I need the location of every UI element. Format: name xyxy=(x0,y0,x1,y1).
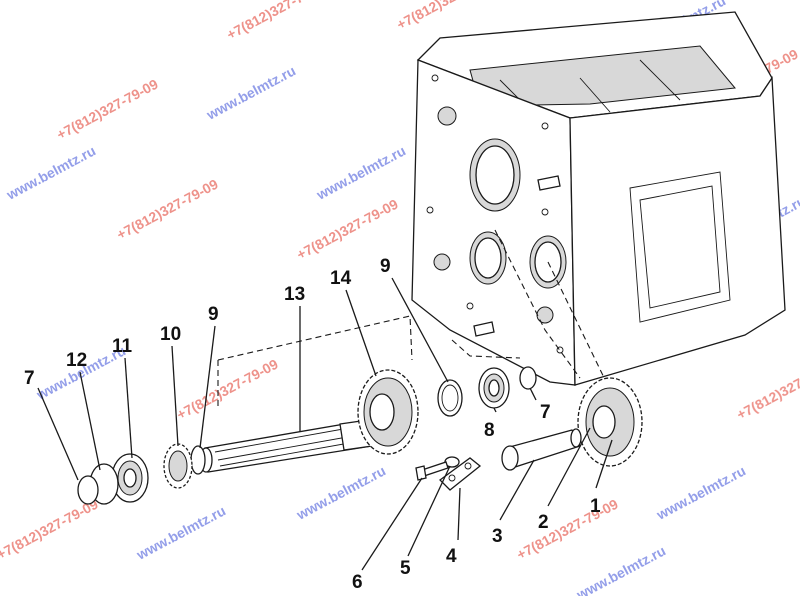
watermark-site: www.belmtz.ru xyxy=(203,62,298,123)
watermark-phone: +7(812)327-79-09 xyxy=(394,0,501,33)
callout-7-right: 7 xyxy=(540,402,551,423)
main-shaft xyxy=(199,419,373,473)
gear-1 xyxy=(577,377,643,467)
watermark-phone: +7(812)327-79-09 xyxy=(54,76,161,143)
watermark-site: www.belmtz.ru xyxy=(313,142,408,203)
watermark-phone: +7(812)327-79-09 xyxy=(174,356,281,423)
callout-8: 8 xyxy=(484,420,495,441)
watermark-site: www.belmtz.ru xyxy=(653,462,748,523)
snap-ring-7-left xyxy=(77,475,99,505)
callout-5: 5 xyxy=(400,558,411,579)
watermark-site: www.belmtz.ru xyxy=(293,462,388,523)
watermark-phone: +7(812)327-79-09 xyxy=(734,356,800,423)
gearbox-housing xyxy=(411,11,786,386)
leader-lines xyxy=(37,277,613,571)
callout-1: 1 xyxy=(590,496,601,517)
callout-13: 13 xyxy=(284,284,305,305)
callout-2: 2 xyxy=(538,512,549,533)
callout-11: 11 xyxy=(112,336,133,357)
callout-12: 12 xyxy=(66,350,87,371)
callout-labels: 1 2 3 4 5 6 7 7 8 9 9 10 11 12 13 14 xyxy=(24,256,601,593)
watermark-phone: +7(812)327-79-09 xyxy=(294,196,401,263)
callout-6: 6 xyxy=(352,572,363,593)
callout-9-left: 9 xyxy=(208,304,219,325)
bearing-8 xyxy=(478,367,510,409)
bolt-6 xyxy=(415,461,449,481)
snap-ring-7-right xyxy=(519,366,537,390)
gear-14 xyxy=(357,369,419,455)
callout-14: 14 xyxy=(330,268,352,289)
callout-4: 4 xyxy=(446,546,457,567)
watermark-site: www.belmtz.ru xyxy=(133,502,228,563)
watermark-site: www.belmtz.ru xyxy=(573,542,668,596)
snap-ring-9-left xyxy=(190,445,206,475)
watermark-phone: +7(812)327-79-09 xyxy=(514,496,621,563)
callout-10: 10 xyxy=(160,324,181,345)
callout-9-right: 9 xyxy=(380,256,391,277)
watermark-site: www.belmtz.ru xyxy=(3,142,98,203)
watermark-phone: +7(812)327-79-09 xyxy=(224,0,331,43)
watermark-phone: +7(812)327-79-09 xyxy=(114,176,221,243)
callout-3: 3 xyxy=(492,526,503,547)
assembly-guide-lines xyxy=(217,229,611,410)
shaft-3 xyxy=(501,428,582,471)
gear-10 xyxy=(163,443,193,489)
lock-plate-4 xyxy=(439,457,482,491)
watermark-phone: +7(812)327-79-09 xyxy=(0,496,101,563)
callout-7-left: 7 xyxy=(24,368,35,389)
